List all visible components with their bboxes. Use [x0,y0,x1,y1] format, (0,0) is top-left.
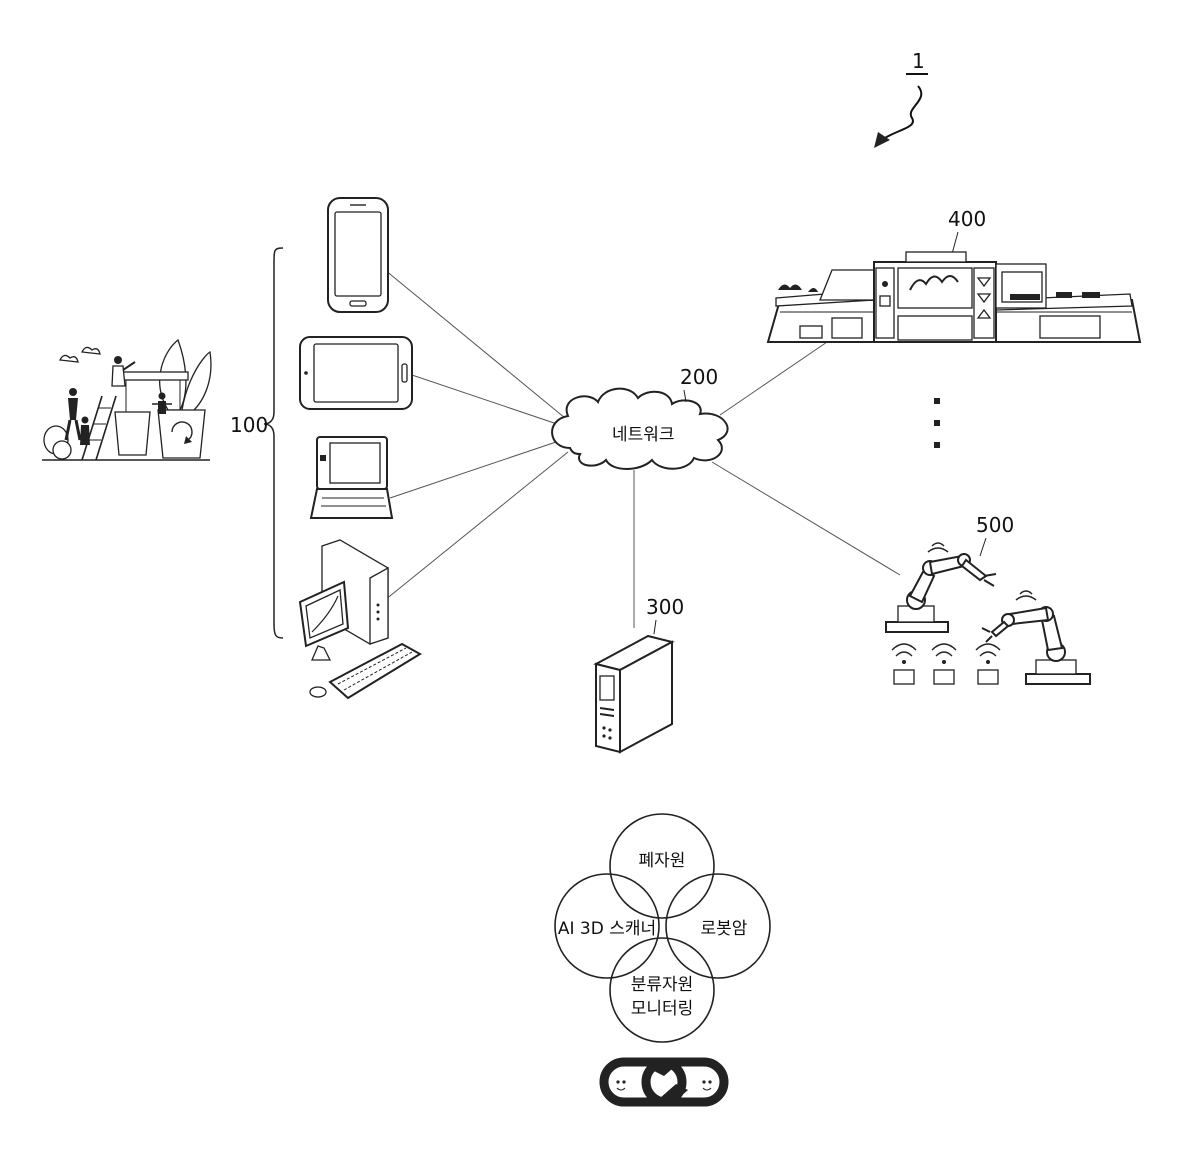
wifi-icon [928,543,948,552]
laptop-icon [311,437,392,518]
sorting-facility-icon: 400 [768,207,1140,342]
smartphone-icon [328,198,388,312]
factory-ref-label: 400 [948,207,986,231]
link-desktop [385,452,568,600]
sensor-icon [892,644,916,684]
robots-ref-label: 500 [976,513,1014,537]
person-icon [112,356,135,386]
person-icon [80,417,90,446]
link-laptop [390,440,562,498]
network-label: 네트워크 [612,425,675,445]
link-tablet [412,375,560,425]
venn-label-left: AI 3D 스캐너 [558,919,656,939]
network-ref-label: 200 [680,365,718,389]
system-reference: 1 [874,49,928,148]
client-group-label: 100 [230,413,268,437]
link-factory [720,340,830,415]
sensor-icon [932,644,956,684]
venn-label-bottom-line1: 분류자원 [631,975,694,995]
recycling-bin-icon [158,410,205,458]
wifi-icon [1016,591,1036,600]
more-facilities-ellipsis [934,398,940,448]
venn-label-bottom-line2: 모니터링 [631,999,694,1019]
server-ref-label: 300 [646,595,684,619]
venn-label-top: 폐자원 [639,851,686,871]
sensor-icon [976,644,1000,684]
recycling-scene-illustration [42,340,211,460]
mouse-icon [310,687,326,697]
network-cloud: 네트워크 200 [552,365,727,469]
venn-diagram: 폐자원 AI 3D 스캐너 로봇암 분류자원 모니터링 [555,814,770,1042]
bin-icon [115,412,150,455]
tablet-icon [300,337,412,409]
system-ref-label: 1 [912,49,925,73]
venn-label-right: 로봇암 [701,919,748,939]
client-group-bracket: 100 [230,248,283,638]
server-icon: 300 [596,595,684,752]
link-robots [712,462,900,575]
robot-arm-icon [886,543,996,632]
chain-link-logo [604,1058,724,1104]
person-icon [66,388,80,440]
desktop-computer-icon [300,540,420,698]
reference-arrow [882,86,921,140]
robot-arms-icon: 500 [886,513,1090,684]
